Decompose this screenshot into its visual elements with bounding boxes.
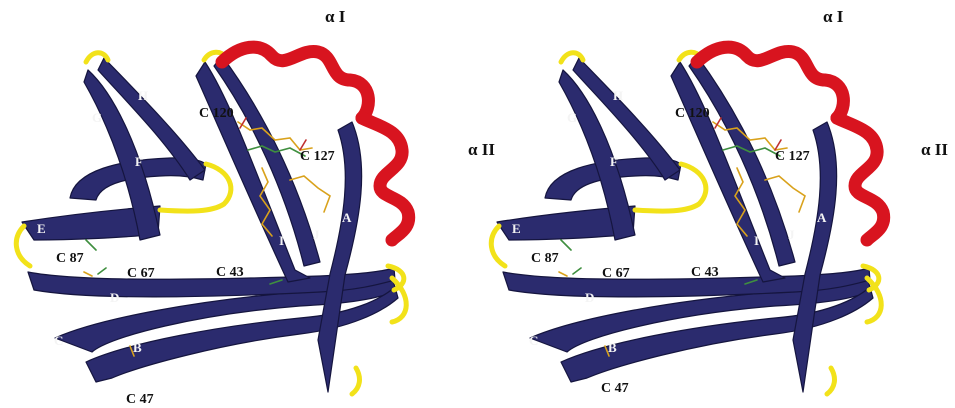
- label-strand-h-left: H: [138, 88, 148, 103]
- label-strand-f-left: F: [135, 154, 143, 169]
- label-cys-67-right: C 67: [602, 266, 630, 281]
- label-helix-2-right: α II: [921, 140, 948, 159]
- label-strand-d-right: D: [585, 290, 594, 305]
- label-strand-g-right: G: [567, 110, 577, 125]
- label-strand-a-right: A: [817, 210, 827, 225]
- label-cys-87-left: C 87: [56, 251, 84, 266]
- label-cys-120-right: C 120: [675, 106, 710, 121]
- label-strand-c-left: C: [54, 333, 63, 348]
- label-strand-e-right: E: [512, 221, 521, 236]
- label-cys-127-right: C 127: [775, 149, 810, 164]
- label-strand-e-left: E: [37, 221, 46, 236]
- label-helix-1-left: α I: [325, 7, 346, 26]
- label-cys-87-right: C 87: [531, 251, 559, 266]
- label-cys-127-left: C 127: [300, 149, 335, 164]
- label-cys-67-left: C 67: [127, 266, 155, 281]
- label-strand-j-left: J: [313, 227, 320, 242]
- label-strand-i-left: I: [279, 233, 284, 248]
- label-helix-2-left: α II: [468, 140, 495, 159]
- label-strand-d-left: D: [110, 290, 119, 305]
- label-strand-f-right: F: [610, 154, 618, 169]
- label-strand-a-left: A: [342, 210, 352, 225]
- label-helix-1-right: α I: [823, 7, 844, 26]
- label-strand-c-right: C: [529, 333, 538, 348]
- label-strand-j-right: J: [788, 227, 795, 242]
- label-cys-120-left: C 120: [199, 106, 234, 121]
- label-strand-i-right: I: [754, 233, 759, 248]
- label-cys-43-right: C 43: [691, 265, 719, 280]
- label-strand-b-right: B: [608, 340, 617, 355]
- label-cys-47-right: C 47: [601, 381, 629, 396]
- label-strand-g-left: G: [92, 110, 102, 125]
- label-strand-b-left: B: [133, 340, 142, 355]
- label-strand-h-right: H: [613, 88, 623, 103]
- label-cys-47-left: C 47: [126, 392, 154, 407]
- label-cys-43-left: C 43: [216, 265, 244, 280]
